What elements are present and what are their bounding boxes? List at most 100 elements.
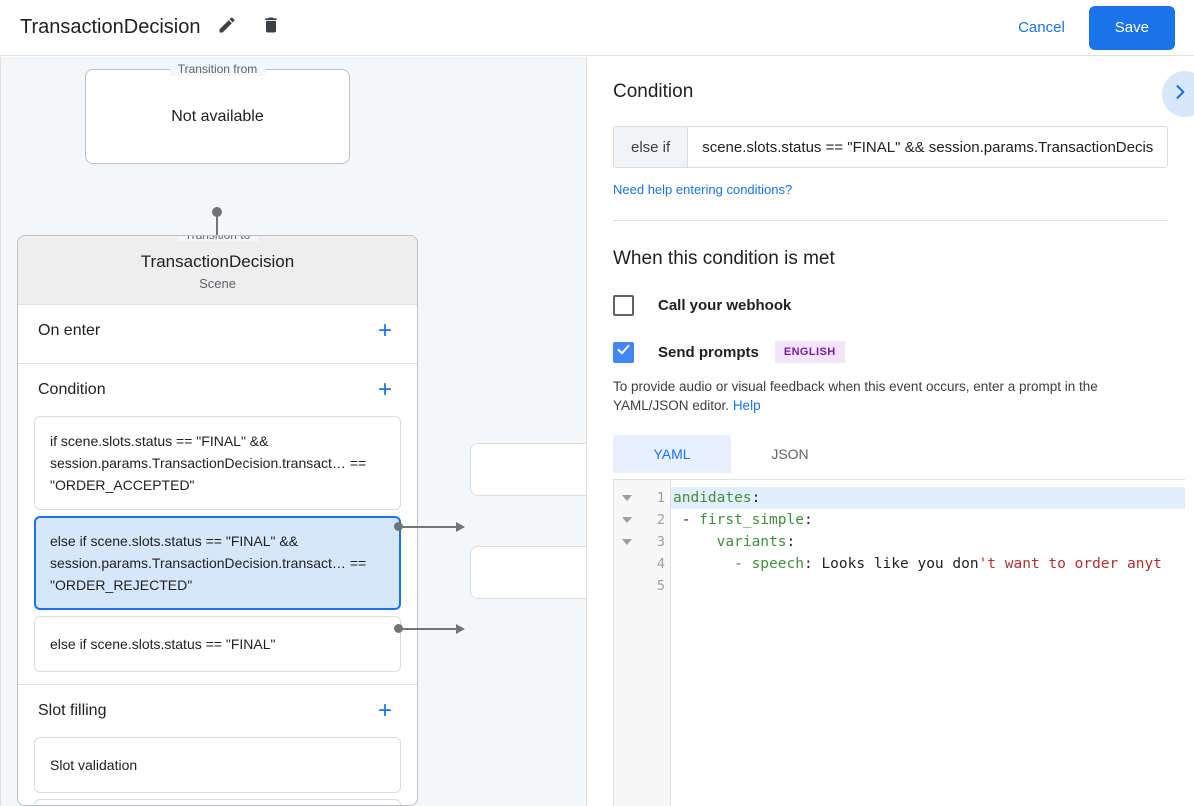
editor-line-number: 4	[614, 553, 670, 575]
transition-from-card[interactable]: Transition from Not available	[85, 62, 350, 164]
plus-icon[interactable]: +	[377, 376, 392, 403]
code-token: 't want to order anyt	[978, 556, 1162, 572]
scene-header: TransactionDecision Scene	[18, 236, 417, 305]
section-title-condition: Condition	[38, 381, 106, 398]
scene-name: TransactionDecision	[140, 252, 295, 271]
section-header: Condition +	[18, 364, 417, 410]
transition-from-value: Not available	[171, 107, 264, 125]
section-title-slot-filling: Slot filling	[38, 702, 107, 719]
code-token: speech	[751, 556, 804, 572]
call-webhook-label: Call your webhook	[658, 297, 792, 314]
condition-expression-input[interactable]	[688, 127, 1167, 167]
edge-arrow-icon	[456, 522, 465, 532]
code-token: andidates	[673, 490, 752, 506]
line-number: 3	[656, 534, 665, 550]
prompts-description-text: To provide audio or visual feedback when…	[613, 379, 1098, 413]
when-met-heading: When this condition is met	[613, 248, 835, 269]
slot-item[interactable]	[34, 799, 401, 805]
call-webhook-checkbox[interactable]	[613, 295, 634, 316]
slot-validation-item[interactable]: Slot validation	[34, 737, 401, 793]
condition-item-selected[interactable]: else if scene.slots.status == "FINAL" &&…	[34, 516, 401, 610]
editor-line-number: 2	[614, 509, 670, 531]
code-token: :	[803, 512, 813, 528]
target-node-card[interactable]	[470, 443, 586, 496]
edge-line	[398, 628, 458, 630]
line-number: 4	[656, 556, 665, 572]
editor-code-line[interactable]: variants:	[671, 531, 1185, 553]
language-badge: ENGLISH	[774, 341, 845, 363]
section-header: On enter +	[18, 305, 417, 351]
pencil-icon	[217, 15, 237, 40]
checkmark-icon	[616, 342, 631, 362]
target-node-card[interactable]	[470, 546, 586, 599]
code-token	[673, 534, 717, 550]
condition-help-link[interactable]: Need help entering conditions?	[613, 182, 793, 197]
scene-type: Scene	[199, 276, 236, 291]
line-number: 2	[656, 512, 665, 528]
section-title-on-enter: On enter	[38, 322, 101, 339]
code-token: Looks like you don	[821, 556, 979, 572]
send-prompts-checkbox[interactable]	[613, 341, 634, 363]
condition-item[interactable]: if scene.slots.status == "FINAL" && sess…	[34, 416, 401, 510]
transition-from-legend: Transition from	[169, 62, 266, 76]
editor-line-number: 3	[614, 531, 670, 553]
code-token: variants	[716, 534, 787, 550]
flow-canvas[interactable]: Transition from Not available Transition…	[0, 57, 586, 806]
condition-section: Condition else if Need help entering con…	[587, 57, 1194, 221]
code-editor[interactable]: 1 2 3 4 5 andidates: - first_simple: variant…	[613, 479, 1185, 806]
save-button[interactable]: Save	[1088, 5, 1175, 50]
tab-yaml[interactable]: YAML	[613, 435, 731, 473]
code-token: -	[673, 512, 700, 528]
delete-button[interactable]	[254, 11, 288, 45]
condition-prefix-label: else if	[614, 127, 689, 167]
condition-input-row[interactable]: else if	[613, 126, 1168, 168]
collapse-panel-button[interactable]	[1162, 71, 1194, 117]
fold-caret-icon[interactable]	[622, 539, 632, 545]
chevron-right-icon	[1176, 82, 1190, 107]
section-condition: Condition + if scene.slots.status == "FI…	[18, 364, 417, 685]
transition-to-legend: Transition to	[176, 236, 259, 242]
prompts-help-link[interactable]: Help	[732, 398, 761, 413]
editor-code-line[interactable]: andidates:	[671, 487, 1185, 509]
code-token: :	[751, 490, 761, 506]
trash-icon	[261, 15, 281, 40]
section-header: Slot filling +	[18, 685, 417, 731]
fold-caret-icon[interactable]	[622, 495, 632, 501]
section-slot-filling: Slot filling + Slot validation	[18, 685, 417, 805]
prompts-description: To provide audio or visual feedback when…	[613, 377, 1168, 415]
editor-code-area[interactable]: andidates: - first_simple: variants: - s…	[671, 480, 1185, 806]
cancel-button[interactable]: Cancel	[1004, 9, 1079, 46]
send-prompts-label: Send prompts	[658, 343, 759, 361]
edge-arrow-icon	[456, 624, 465, 634]
editor-code-line[interactable]: - speech: Looks like you don't want to o…	[671, 553, 1185, 575]
section-on-enter: On enter +	[18, 305, 417, 364]
plus-icon[interactable]: +	[377, 697, 392, 724]
code-token: :	[803, 556, 822, 572]
app-header: TransactionDecision Cancel Save	[0, 0, 1194, 56]
condition-heading: Condition	[613, 81, 694, 102]
editor-format-tabs: YAML JSON	[613, 435, 1168, 473]
line-number: 1	[656, 490, 665, 506]
code-token: first_simple	[699, 512, 804, 528]
code-token: :	[786, 534, 796, 550]
edit-button[interactable]	[210, 11, 244, 45]
line-number: 5	[656, 578, 665, 594]
fold-caret-icon[interactable]	[622, 517, 632, 523]
transition-to-card[interactable]: Transition to TransactionDecision Scene …	[17, 235, 418, 806]
canvas-left-rail	[0, 57, 1, 806]
webhook-row[interactable]: Call your webhook	[613, 295, 1168, 316]
tab-json[interactable]: JSON	[771, 446, 809, 462]
plus-icon[interactable]: +	[377, 317, 392, 344]
page-title: TransactionDecision	[20, 16, 201, 38]
condition-item[interactable]: else if scene.slots.status == "FINAL"	[34, 616, 401, 672]
details-panel: Condition else if Need help entering con…	[586, 57, 1194, 806]
editor-gutter: 1 2 3 4 5	[614, 480, 671, 806]
send-prompts-row[interactable]: Send prompts ENGLISH	[613, 341, 1168, 363]
panel-divider	[613, 220, 1168, 221]
code-token: -	[673, 556, 752, 572]
when-condition-met-section: When this condition is met Call your web…	[587, 221, 1194, 806]
editor-code-line[interactable]: - first_simple:	[671, 509, 1185, 531]
editor-code-line[interactable]	[671, 575, 1185, 597]
editor-line-number: 5	[614, 575, 670, 597]
editor-line-number: 1	[614, 487, 670, 509]
